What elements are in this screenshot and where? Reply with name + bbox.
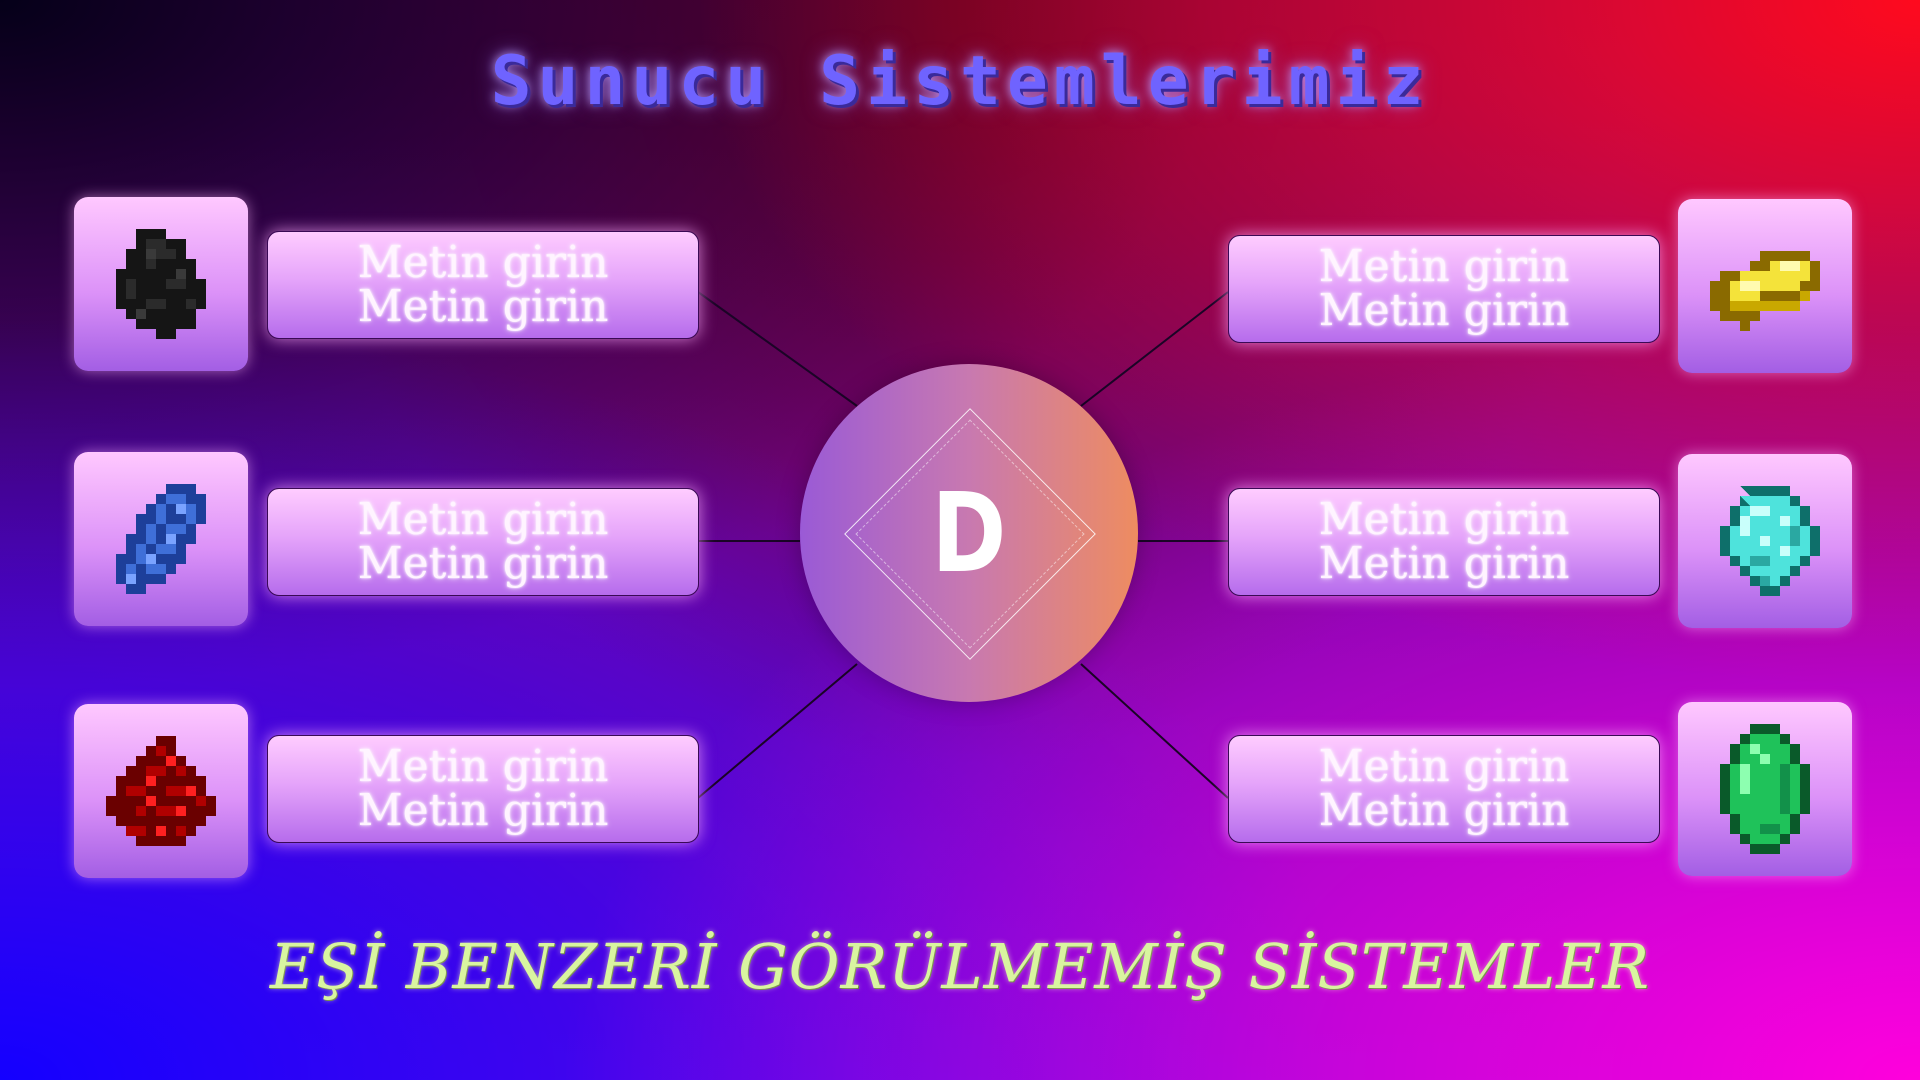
text-box-2: Metin girin Metin girin	[267, 488, 699, 596]
text-box-5-line-2: Metin girin	[1318, 538, 1570, 589]
text-box-6-line-1: Metin girin	[1318, 741, 1570, 792]
text-box-5: Metin girin Metin girin	[1228, 488, 1660, 596]
logo-letter: D	[931, 469, 1007, 597]
text-box-4-line-2: Metin girin	[1318, 285, 1570, 336]
subtitle: EŞİ BENZERİ GÖRÜLMEMİŞ SİSTEMLER	[269, 930, 1651, 1003]
coal-icon	[116, 229, 206, 339]
text-box-6-line-2: Metin girin	[1318, 785, 1570, 836]
gold-ingot-icon	[1710, 251, 1820, 331]
redstone-icon	[106, 736, 216, 846]
text-box-4-line-1: Metin girin	[1318, 241, 1570, 292]
text-box-3-line-2: Metin girin	[357, 785, 609, 836]
diamond-icon	[1720, 486, 1820, 596]
text-box-1-line-1: Metin girin	[357, 237, 609, 288]
item-tile-diamond	[1678, 454, 1852, 628]
item-tile-coal	[74, 197, 248, 371]
text-box-3-line-1: Metin girin	[357, 741, 609, 792]
text-box-2-line-2: Metin girin	[357, 538, 609, 589]
text-box-1-line-2: Metin girin	[357, 281, 609, 332]
center-logo: D	[800, 364, 1138, 702]
item-tile-redstone	[74, 704, 248, 878]
text-box-5-line-1: Metin girin	[1318, 494, 1570, 545]
item-tile-lapis	[74, 452, 248, 626]
text-box-6: Metin girin Metin girin	[1228, 735, 1660, 843]
lapis-icon	[116, 484, 206, 594]
text-box-4: Metin girin Metin girin	[1228, 235, 1660, 343]
text-box-1: Metin girin Metin girin	[267, 231, 699, 339]
item-tile-gold-ingot	[1678, 199, 1852, 373]
text-box-3: Metin girin Metin girin	[267, 735, 699, 843]
page-title: Sunucu Sistemlerimiz	[490, 42, 1430, 121]
text-box-2-line-1: Metin girin	[357, 494, 609, 545]
item-tile-emerald	[1678, 702, 1852, 876]
emerald-icon	[1720, 724, 1810, 854]
